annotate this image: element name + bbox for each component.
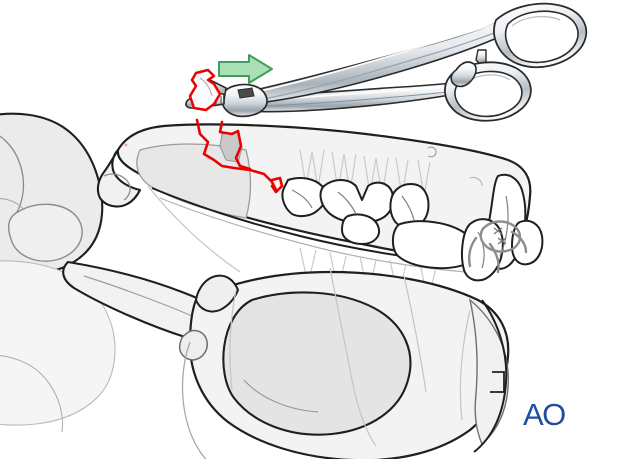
direction-arrow-shape bbox=[218, 54, 273, 84]
ao-logo: AO bbox=[523, 397, 567, 431]
upper-shank-highlight bbox=[255, 21, 503, 93]
fracture-annotation-group bbox=[195, 118, 284, 194]
bone-holding-forceps[interactable] bbox=[185, 2, 588, 122]
detached-bone-fragment bbox=[188, 68, 222, 112]
skull-group bbox=[0, 112, 544, 459]
detached-fragment-inner-line bbox=[199, 77, 213, 97]
orbit-highlight bbox=[0, 198, 25, 211]
mandibular-ramus bbox=[181, 341, 207, 459]
condylar-process bbox=[178, 329, 208, 361]
upper-shank-shadow bbox=[257, 29, 505, 101]
mental-foramen-mark bbox=[427, 146, 437, 158]
wire-twist bbox=[493, 227, 507, 245]
fracture-line-distal-hook bbox=[270, 176, 284, 194]
nasal-aperture bbox=[103, 173, 131, 201]
masseteric-fossa-inner bbox=[243, 379, 319, 413]
masseteric-fossa bbox=[222, 291, 412, 436]
ao-logo-text: AO bbox=[523, 397, 565, 431]
finger-spur bbox=[450, 61, 477, 88]
faint-contours bbox=[147, 185, 471, 447]
box-lock-notch bbox=[237, 87, 255, 99]
coronoid-process bbox=[195, 274, 239, 313]
mandible-ventral-edge bbox=[473, 299, 508, 453]
fracture-line-right-branch bbox=[218, 120, 252, 171]
nasal-foramen bbox=[124, 143, 128, 147]
infraorbital-foramen-mark bbox=[469, 176, 483, 187]
premolar-3 bbox=[389, 183, 430, 229]
orbit bbox=[7, 203, 83, 262]
direction-arrow bbox=[218, 54, 273, 84]
maxilla-body-shade bbox=[136, 143, 252, 219]
premolar-2 bbox=[341, 213, 380, 245]
upper-ring-handle[interactable] bbox=[493, 2, 588, 68]
cranial-base-edge bbox=[0, 355, 64, 433]
mandible-step-notch bbox=[490, 371, 505, 393]
fracture-line-left-branch bbox=[195, 118, 278, 192]
cranial-base-shade bbox=[0, 260, 116, 426]
cranial-vault-inner-line bbox=[0, 135, 25, 215]
palate-shadow bbox=[159, 197, 467, 273]
interdental-wire bbox=[468, 220, 528, 274]
